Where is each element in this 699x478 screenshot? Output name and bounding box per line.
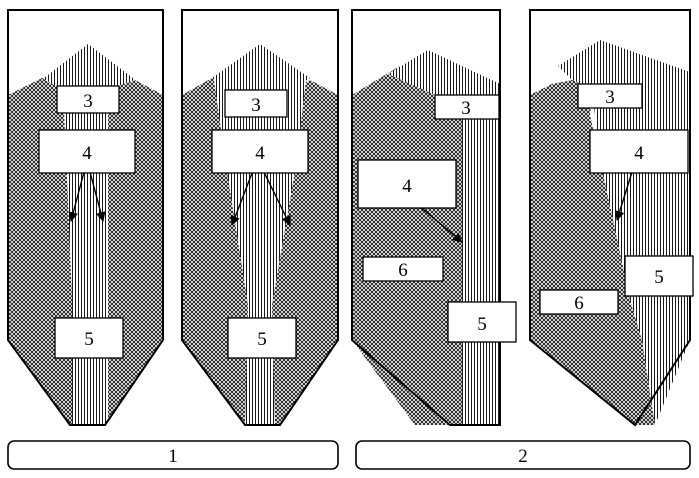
silo-1: 3 4 5 [7, 9, 164, 426]
label-5: 5 [84, 329, 94, 350]
label-3: 3 [461, 98, 471, 119]
label-3: 3 [251, 95, 261, 116]
silo-wall [7, 9, 164, 426]
flow-arrow [68, 171, 85, 222]
silo-wall [351, 9, 501, 426]
silo-2: 3 4 5 [181, 9, 339, 426]
caption-label: 1 [168, 446, 178, 467]
silo-wall [529, 9, 691, 427]
label-6: 6 [574, 293, 584, 314]
label-box-4 [211, 129, 309, 174]
label-4: 4 [634, 143, 644, 164]
flow-zone [212, 44, 310, 90]
flow-arrow [417, 204, 463, 243]
label-box-5 [447, 301, 517, 343]
label-box-6 [362, 256, 444, 282]
label-5: 5 [257, 329, 267, 350]
label-5: 5 [477, 314, 487, 335]
caption-bar [355, 440, 691, 470]
silo-3: 3 4 6 5 [351, 9, 517, 426]
stagnant-zone [530, 80, 655, 425]
label-6: 6 [398, 260, 408, 281]
label-3: 3 [605, 87, 615, 108]
label-4: 4 [255, 143, 265, 164]
label-box-6 [539, 289, 619, 315]
flow-arrow [230, 167, 255, 226]
label-box-3 [434, 94, 500, 120]
stagnant-zone [352, 66, 465, 425]
label-4: 4 [402, 176, 412, 197]
silo-wall [181, 9, 339, 426]
label-box-5 [54, 317, 124, 359]
label-box-3 [224, 89, 288, 118]
caption-label: 2 [518, 446, 528, 467]
flow-zone [42, 44, 135, 86]
label-box-3 [577, 83, 643, 109]
flow-arrow [261, 167, 291, 226]
label-box-4 [38, 129, 136, 174]
label-box-3 [56, 85, 120, 114]
group-caption-1: 1 [7, 440, 339, 470]
group-caption-2: 2 [355, 440, 691, 470]
label-box-4 [589, 129, 689, 174]
label-box-5 [624, 255, 694, 297]
caption-bar [7, 440, 339, 470]
label-5: 5 [654, 267, 664, 288]
flow-arrow [89, 171, 106, 222]
label-box-4 [357, 159, 457, 209]
label-4: 4 [82, 143, 92, 164]
flow-arrow [614, 171, 633, 221]
silo-4: 3 4 5 6 [529, 9, 694, 427]
label-box-5 [227, 317, 297, 359]
label-3: 3 [83, 91, 93, 112]
